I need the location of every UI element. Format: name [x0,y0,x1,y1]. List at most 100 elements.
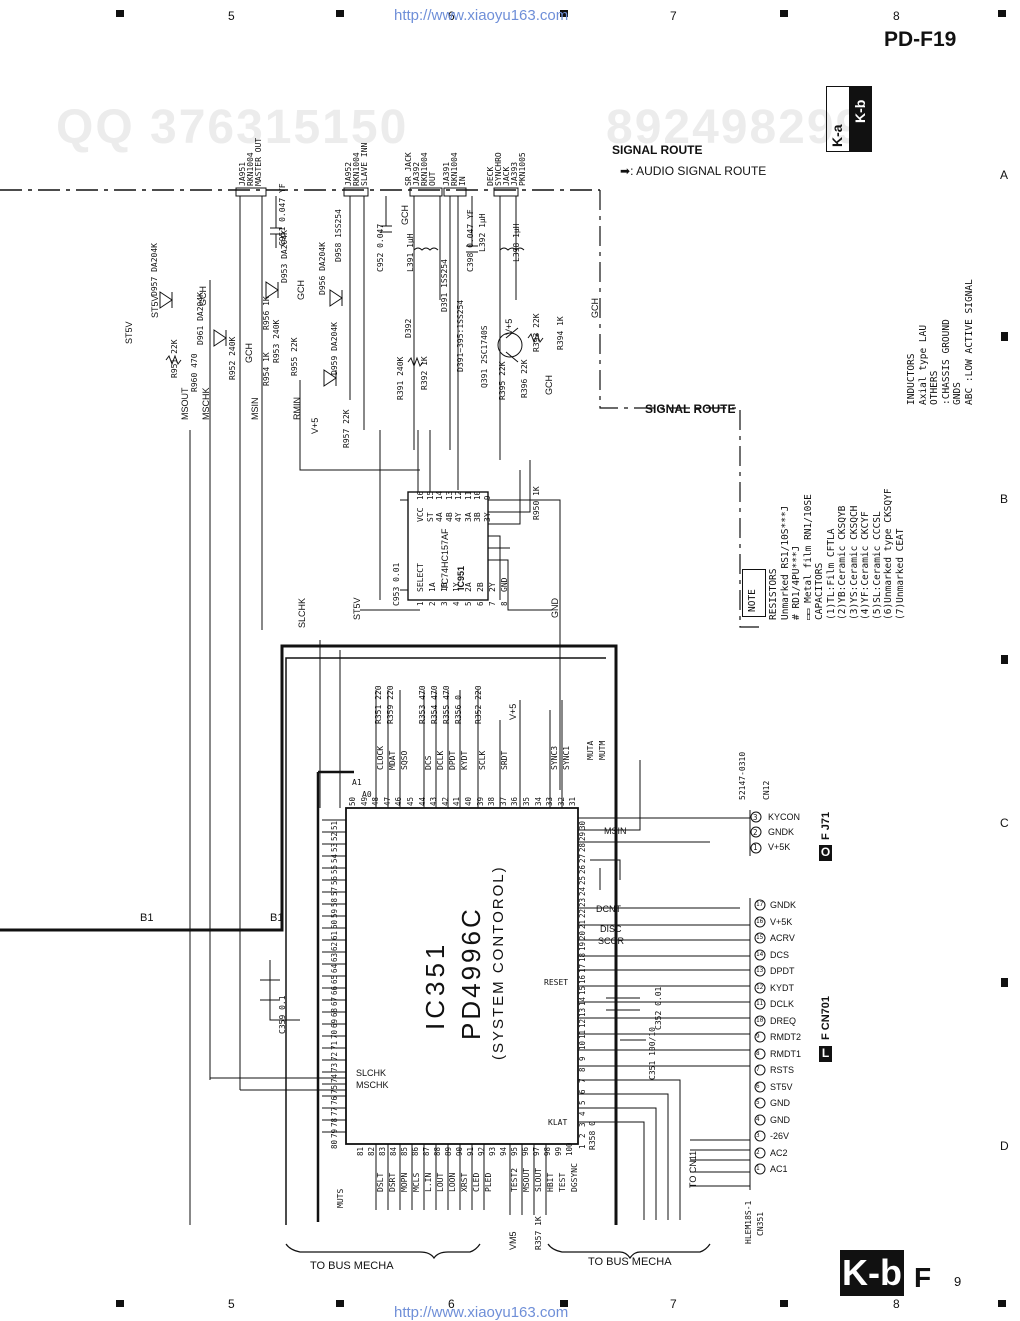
component-r357: R357 1K [534,1216,543,1250]
net-dcnt: DCNT [596,904,621,914]
ic351-pin-number: 82 [367,1146,376,1156]
ic351-pin-number: 50 [348,796,357,806]
grid-marker [1001,332,1008,341]
ic351-pin-number: 44 [417,796,427,806]
ic351-pin-number: 76 [330,1095,339,1105]
note-title: NOTE [747,589,758,612]
ic951-pin-number: 15 [425,490,435,500]
ic951-pin-label: 2Y [488,582,497,592]
note-line: (2)YB:Ceramic CKSQYB [837,505,848,620]
ic351-bottom-signal: LOON [448,1172,457,1192]
ic351-pin-number: 45 [406,796,415,806]
cn12-part: 52147-0310 [738,751,747,800]
signal-route-legend: ➡: AUDIO SIGNAL ROUTE [620,164,767,178]
grid-number: 5 [228,9,235,23]
ic351-pin-number: 3 [578,1122,587,1127]
signal-route-label: SIGNAL ROUTE [645,402,736,416]
ic351-pin-number: 96 [521,1146,530,1156]
ic351-pin-number: 100 [565,1142,574,1156]
note-line: GNDS [952,382,963,405]
net-muts: MUTS [336,1188,345,1208]
note-line: INDUCTORS [906,353,917,405]
note-line: :CHASSIS GROUND [940,319,952,405]
grid-marker [560,1300,568,1307]
ic351-top-signal: SQSO [400,750,409,770]
net-gch: GCH [590,298,600,318]
big-section-suffix: F [914,1262,932,1293]
ic351-pin-number: 38 [487,796,497,806]
ic351-pin-number: 69 [330,1018,339,1028]
ic351-pin-number: 67 [330,996,339,1006]
grid-marker [1001,978,1008,987]
ic351-pin-number: 47 [382,796,392,806]
cn701-pin-number: 10 [756,1016,764,1024]
ic351-bottom-signal: MSOUT [522,1167,531,1192]
header-url: http://www.xiaoyu163.com [394,7,569,24]
ic351-pin-number: 51 [330,820,339,830]
component-r395: R395 22K [498,361,507,400]
ic351-pin-number: 73 [330,1062,339,1072]
ic351-pin-number: 88 [433,1146,442,1156]
cn701-pin-number: 6 [756,1082,760,1090]
ic351-bottom-signal: XRST [460,1172,469,1192]
ic951-pin-number: 7 [488,601,497,606]
net-vm5: VM5 [508,1231,518,1250]
ic351-pin-number: 15 [578,985,587,995]
net-muta: MUTA [586,740,595,760]
ic951-pin-label: 3B [473,512,482,522]
net-msin: MSIN [604,826,627,836]
ic351-resistor: R356 0 [454,695,463,724]
ic351-pin-number: 31 [568,796,578,806]
component-l398: L398 1μH [512,223,521,262]
ic351-top-signal: DCS [424,755,433,770]
cn701-pin-number: 16 [756,917,764,925]
ic351-pin-number: 19 [578,941,587,951]
component-c953: C953 0.01 [392,562,401,606]
component-r391: R391 240K [396,356,405,400]
component-d957: D957 DA204K [150,243,159,296]
ic351-pin-number: 35 [522,796,531,806]
net-v5: V+5 [504,318,514,335]
cn701-pin-number: 5 [756,1099,760,1106]
ic351-bottom-signal: HBIT [546,1172,555,1192]
ic351-pin-number: 18 [578,952,587,962]
cn351-label: CN351 [756,1211,765,1236]
ic351-pin-number: 14 [578,996,587,1006]
grid-marker [780,1300,788,1307]
cn701-part: HLEM18S-1 [744,1200,753,1244]
ic951-pin-label: GND [500,577,509,592]
net-a0: A0 [362,790,372,799]
ic351-pin-number: 28 [578,842,587,852]
section-badge: K-a K-b [826,86,872,152]
grid-letter: D [1000,1139,1009,1153]
ic351-pin-number: 30 [578,820,587,830]
cn701-pin-number: 13 [756,967,764,974]
component-d959: D959 DA204K [330,322,339,375]
ic351-resistor: R352 220 [474,685,483,724]
ic351-pin-number: 11 [578,1029,587,1039]
net-scor: SCOR [598,936,625,946]
grid-letter: B [1000,492,1009,506]
cn701-pin-label: ACRV [770,933,795,943]
ic351-bottom-signal: LOUT [436,1172,445,1192]
ic351-pin-number: 98 [543,1146,552,1156]
ic351-pin-number: 6 [578,1089,587,1094]
cn12-pin-number: 3 [753,813,758,822]
ic351-pin-number: 85 [400,1146,409,1156]
cn701-pin-number: 7 [756,1066,760,1073]
ic351-pin-number: 58 [330,897,339,907]
cn701-pin-number: 15 [756,934,764,941]
net-st5v: ST5V [150,295,160,318]
net-gnd: GND [550,598,560,618]
net-gch: GCH [296,280,306,300]
note-line: OTHERS [929,370,940,405]
cn701-pin-number: 3 [756,1132,760,1139]
watermark-text: QQ 376315150 [56,101,409,154]
ic351-name: IC351 [420,940,450,1030]
ic351-pin-number: 62 [330,941,339,951]
bus-b1-right: B1 [270,912,284,924]
cn701-pin-number: 9 [756,1033,760,1040]
ic351-pin-number: 95 [510,1146,519,1156]
watermark-text: 892498299 [606,101,865,154]
